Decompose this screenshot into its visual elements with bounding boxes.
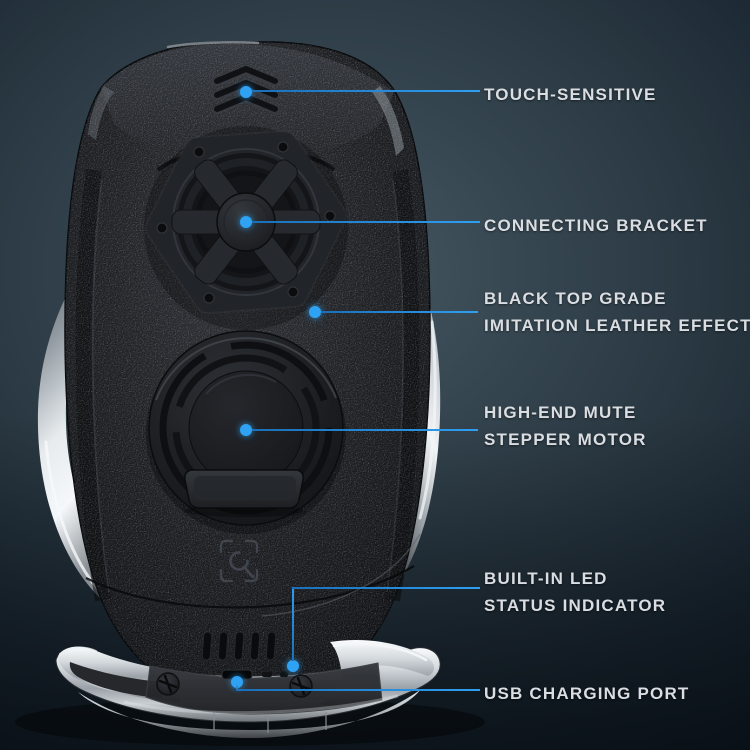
brand-logo	[219, 539, 259, 583]
base-screw-left	[156, 672, 180, 696]
base-screw-right	[289, 674, 313, 698]
base-foot	[15, 639, 485, 746]
vent-slots	[201, 631, 277, 661]
kickstand-tab	[184, 469, 304, 517]
bracket-screws	[156, 141, 336, 304]
connecting-bracket	[144, 126, 348, 330]
usb-port-slot	[221, 669, 253, 680]
body-seam	[85, 533, 421, 617]
